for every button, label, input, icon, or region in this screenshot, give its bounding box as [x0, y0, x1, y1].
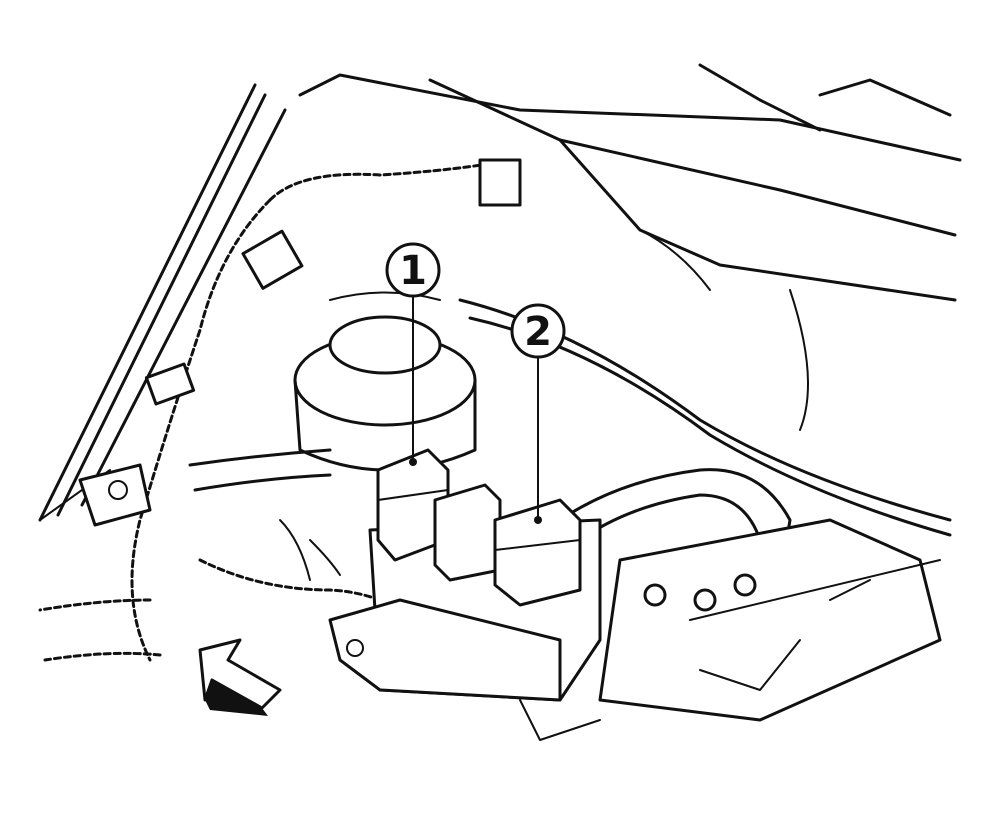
front-direction-arrow-icon — [198, 638, 282, 716]
callout-1-label: 1 — [399, 248, 427, 294]
callout-1: 1 — [385, 242, 441, 463]
cowl-panel — [298, 63, 962, 302]
hood-edge — [38, 83, 287, 522]
harness-connectors — [144, 158, 522, 406]
callout-2: 2 — [510, 303, 566, 521]
lower-structure — [279, 519, 601, 741]
abs-actuator — [598, 518, 942, 722]
brake-fluid-reservoir — [293, 291, 477, 472]
relay-2 — [493, 498, 582, 607]
left-bracket — [78, 463, 152, 527]
callout-2-label: 2 — [524, 309, 552, 355]
relay-middle — [433, 483, 502, 582]
reservoir-hose — [188, 448, 332, 492]
